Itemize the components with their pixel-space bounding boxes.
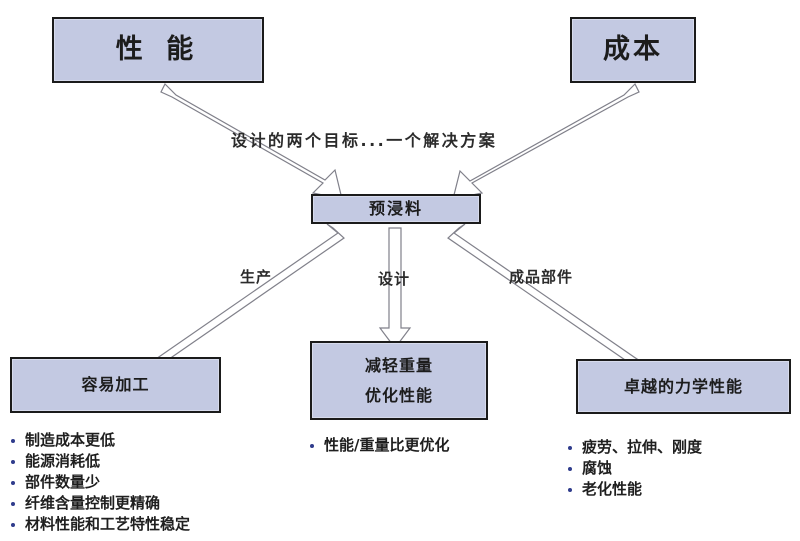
- edge-label-two-goals: 设计的两个目标...一个解决方案: [231, 131, 498, 150]
- edge-label-design: 设计: [378, 270, 411, 288]
- list-item: 腐蚀: [565, 458, 702, 479]
- bullet-list-weight-performance: 性能/重量比更优化: [307, 435, 449, 456]
- list-item: 制造成本更低: [8, 430, 190, 451]
- node-cost[interactable]: 成本: [570, 17, 696, 83]
- edge-label-finished-part: 成品部件: [509, 268, 574, 286]
- edge-label-manufacture: 生产: [240, 268, 273, 286]
- node-prepreg[interactable]: 预浸料: [311, 194, 481, 224]
- node-performance-label: 性 能: [115, 34, 201, 66]
- node-easy-processing-label: 容易加工: [81, 375, 150, 395]
- list-item: 材料性能和工艺特性稳定: [8, 514, 190, 535]
- node-cost-label: 成本: [603, 34, 663, 66]
- node-weight-performance[interactable]: 减轻重量 优化性能: [310, 341, 488, 420]
- node-mechanical-performance[interactable]: 卓越的力学性能: [576, 359, 791, 414]
- bullet-list-mechanical-performance: 疲劳、拉伸、刚度腐蚀老化性能: [565, 437, 702, 500]
- list-item: 疲劳、拉伸、刚度: [565, 437, 702, 458]
- list-item: 部件数量少: [8, 472, 190, 493]
- node-easy-processing[interactable]: 容易加工: [10, 357, 221, 413]
- list-item: 能源消耗低: [8, 451, 190, 472]
- arrow-prepreg-to-weight-perf: [378, 227, 412, 349]
- node-performance[interactable]: 性 能: [52, 17, 264, 83]
- node-weight-performance-label-line2: 优化性能: [364, 386, 433, 405]
- list-item: 性能/重量比更优化: [307, 435, 449, 456]
- node-prepreg-label: 预浸料: [368, 199, 423, 219]
- bullet-list-easy-processing: 制造成本更低能源消耗低部件数量少纤维含量控制更精确材料性能和工艺特性稳定: [8, 430, 190, 535]
- node-mechanical-performance-label: 卓越的力学性能: [623, 376, 743, 396]
- list-item: 纤维含量控制更精确: [8, 493, 190, 514]
- list-item: 老化性能: [565, 479, 702, 500]
- node-weight-performance-label-line1: 减轻重量: [364, 355, 433, 375]
